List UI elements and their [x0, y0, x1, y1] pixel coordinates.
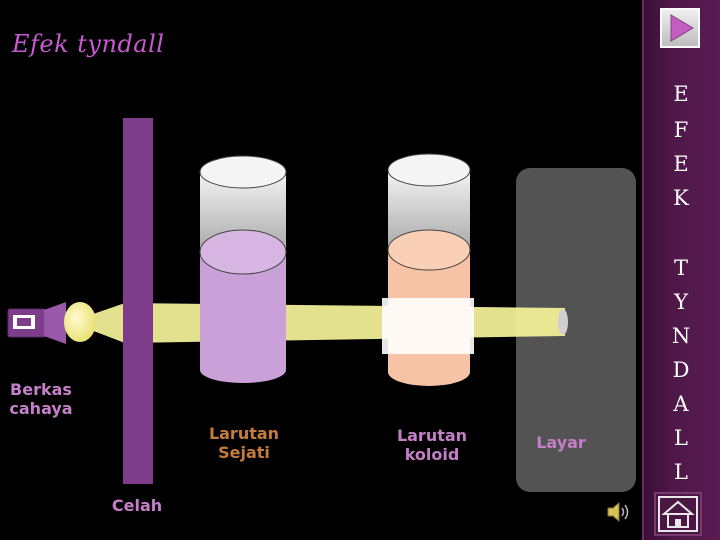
speaker-icon [607, 501, 629, 523]
colloid-label: Larutan koloid [396, 426, 468, 464]
beam-end [558, 309, 568, 335]
slit-label: Celah [111, 496, 163, 515]
home-button[interactable] [654, 492, 702, 536]
tyndall-diagram [7, 118, 636, 492]
slit-barrier [123, 118, 153, 484]
play-triangle-icon [670, 14, 694, 42]
speaker-button[interactable] [606, 500, 632, 524]
sidebar-letter: D [672, 358, 690, 382]
slide-title: Efek tyndall [12, 30, 165, 58]
colloid-vessel [382, 153, 474, 386]
screen-label: Layar [536, 433, 586, 452]
sidebar-letter: L [674, 426, 688, 450]
true-solution-vessel [199, 155, 287, 383]
light-beam-label: Berkas cahaya [9, 380, 73, 418]
true-solution-label: Larutan Sejati [208, 424, 280, 462]
flashlight-icon [7, 302, 96, 344]
sidebar-letter: N [671, 324, 691, 348]
sidebar-panel [642, 0, 720, 540]
sidebar-letter: E [673, 82, 689, 106]
screen-panel [516, 168, 636, 492]
sidebar-letter: E [673, 152, 689, 176]
sidebar-letter: L [674, 460, 688, 484]
sidebar-letter: Y [674, 290, 688, 314]
sidebar-letter: K [673, 186, 689, 210]
next-slide-button[interactable] [660, 8, 700, 48]
sidebar-letter: F [673, 118, 689, 142]
home-icon [658, 496, 698, 532]
sidebar-letter: T [673, 256, 688, 280]
sidebar-letter: A [673, 392, 689, 416]
